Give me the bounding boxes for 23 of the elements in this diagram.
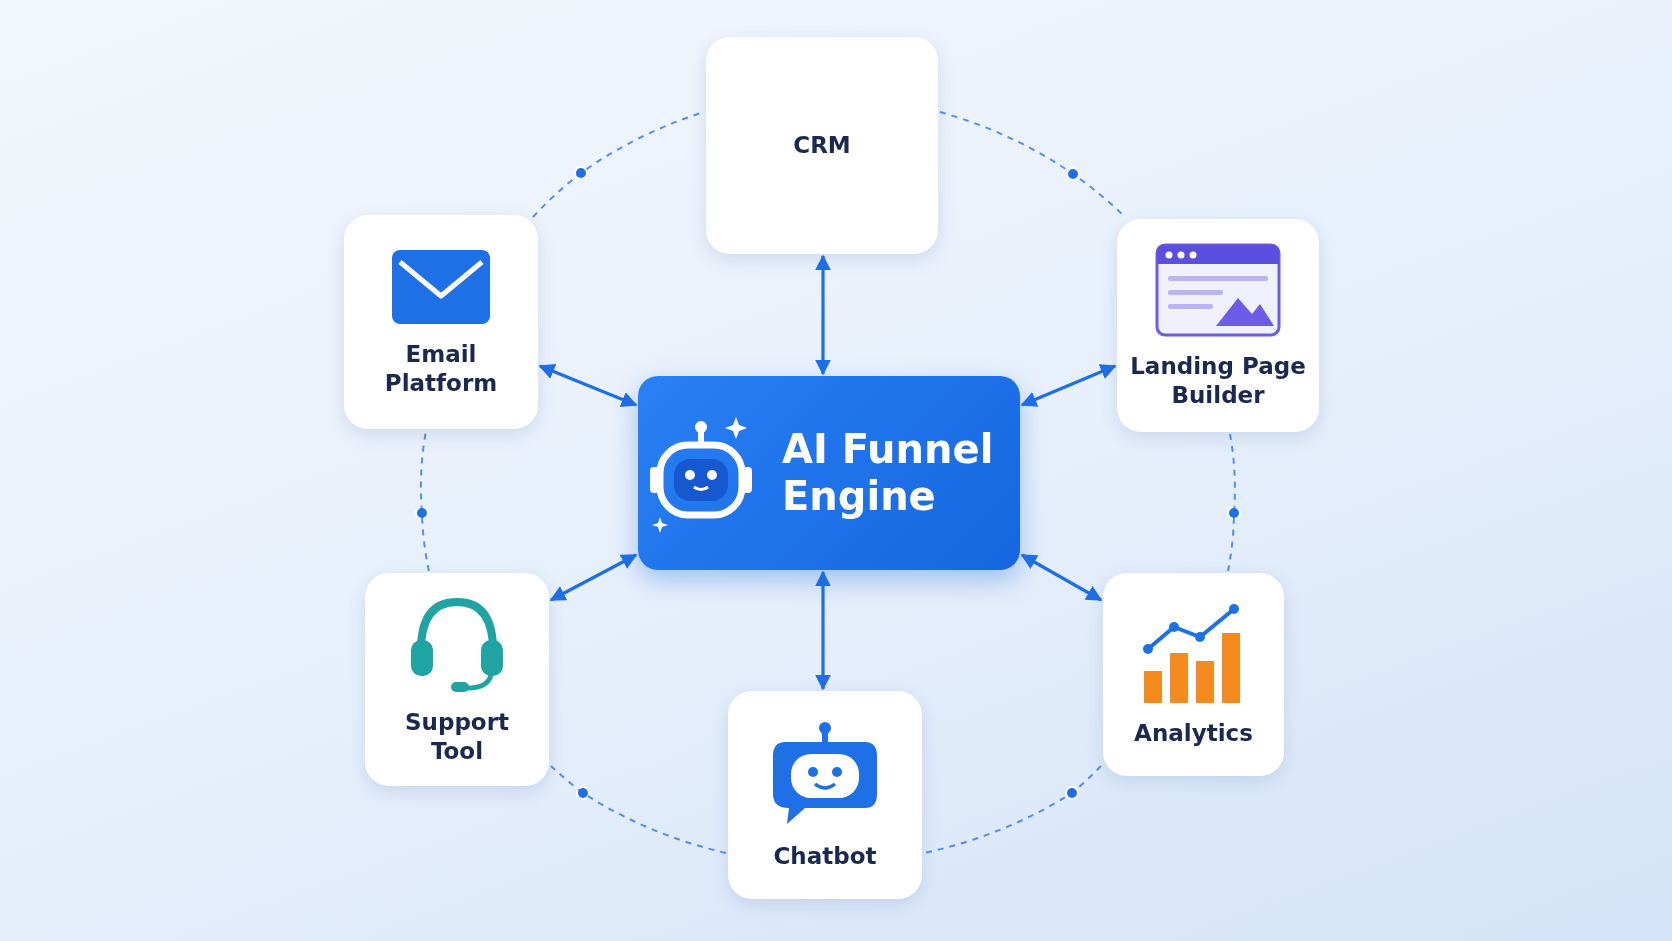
double-arrow [1020, 364, 1117, 407]
double-arrow [538, 364, 638, 407]
hub-title: AI Funnel Engine [782, 425, 995, 521]
double-arrow [815, 570, 831, 691]
node-label: CRM [792, 131, 852, 160]
hub-box [638, 376, 1020, 570]
integration-card [1117, 219, 1319, 432]
double-arrow [1020, 553, 1103, 602]
node-label: Email Platform [383, 340, 499, 398]
integration-card [728, 691, 922, 899]
integration-card [365, 573, 549, 786]
dashed-connector [1227, 433, 1236, 572]
integration-card [344, 215, 538, 429]
node-label: Analytics [1133, 719, 1254, 748]
node-label: Landing Page Builder [1129, 351, 1307, 410]
integration-card [1103, 573, 1284, 776]
node-label: Chatbot [772, 841, 878, 871]
double-arrow [815, 254, 831, 376]
double-arrow [549, 553, 638, 602]
dashed-connector [550, 765, 727, 854]
node-label: Support Tool [404, 707, 510, 766]
integration-card [706, 37, 938, 254]
dashed-connector [923, 765, 1102, 854]
